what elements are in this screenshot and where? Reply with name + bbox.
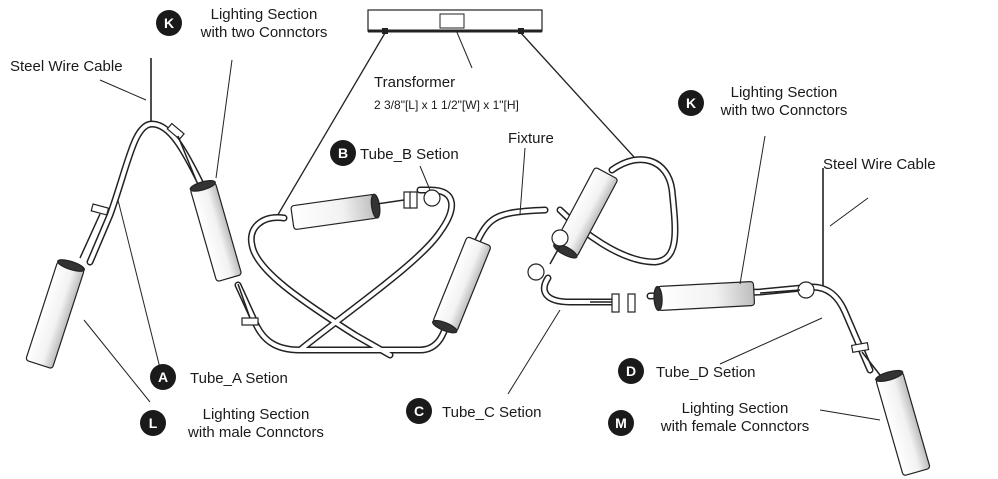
transformer-canopy bbox=[367, 9, 543, 34]
l-line1: Lighting Section bbox=[202, 406, 310, 423]
tube-d-label: Tube_D Setion bbox=[656, 364, 756, 381]
tube-m-body bbox=[875, 369, 931, 476]
k-right-label: Lighting Section with two Connctors bbox=[706, 84, 862, 120]
badge-a: A bbox=[150, 364, 176, 390]
light-tubes bbox=[25, 167, 931, 476]
tube-b-label: Tube_B Setion bbox=[360, 146, 459, 163]
badge-d: D bbox=[618, 358, 644, 384]
badge-b: B bbox=[330, 140, 356, 166]
steel-wire-cables bbox=[150, 58, 824, 286]
k-right-line2: with two Connctors bbox=[720, 102, 848, 119]
tube-c-body bbox=[432, 236, 491, 334]
l-line2: with male Connctors bbox=[188, 424, 324, 441]
k-top-line2: with two Connctors bbox=[200, 24, 328, 41]
tube-a-label: Tube_A Setion bbox=[190, 370, 288, 387]
k-top-label: Lighting Section with two Connctors bbox=[186, 6, 342, 42]
fixture-label: Fixture bbox=[508, 130, 554, 147]
badge-l: L bbox=[140, 410, 166, 436]
k-right-line1: Lighting Section bbox=[730, 84, 838, 101]
badge-k-right: K bbox=[678, 90, 704, 116]
tube-k-top-body bbox=[189, 180, 242, 282]
leader-lines bbox=[83, 29, 881, 421]
steel-wire-right-label: Steel Wire Cable bbox=[823, 156, 936, 173]
m-label: Lighting Section with female Connctors bbox=[640, 400, 830, 436]
wire-links bbox=[79, 135, 881, 376]
tube-l-body bbox=[25, 259, 86, 369]
m-line1: Lighting Section bbox=[681, 400, 789, 417]
k-top-line1: Lighting Section bbox=[210, 6, 318, 23]
transformer-dims: 2 3/8"[L] x 1 1/2"[W] x 1"[H] bbox=[374, 98, 519, 112]
transformer-title: Transformer bbox=[374, 74, 456, 91]
badge-c: C bbox=[406, 398, 432, 424]
connectors bbox=[90, 122, 870, 354]
steel-wire-left-label: Steel Wire Cable bbox=[10, 58, 123, 75]
badge-k-top: K bbox=[156, 10, 182, 36]
tube-path bbox=[86, 120, 874, 374]
l-label: Lighting Section with male Connctors bbox=[176, 406, 336, 442]
tube-b-body bbox=[290, 193, 381, 230]
badge-m: M bbox=[608, 410, 634, 436]
tube-k-right-body bbox=[653, 281, 756, 312]
support-wires bbox=[275, 32, 635, 219]
m-line2: with female Connctors bbox=[660, 418, 810, 435]
tube-c-label: Tube_C Setion bbox=[442, 404, 542, 421]
